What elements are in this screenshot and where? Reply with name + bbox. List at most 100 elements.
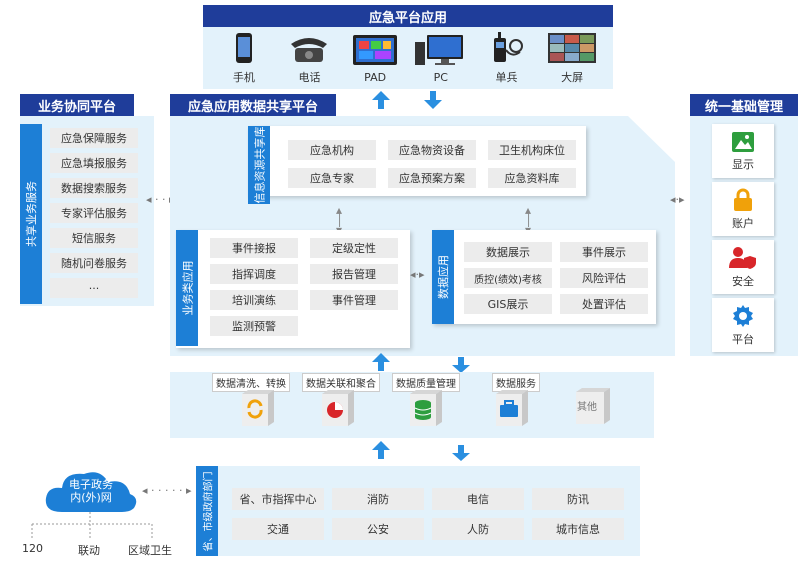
list-item: 专家评估服务 [50,203,138,223]
grid-cell: 定级定性 [310,238,398,258]
cloud-label-line1: 电子政务 [69,478,113,491]
info-resource-label: 信息资源共享库 [248,126,270,204]
mgmt-account: 账户 [712,182,774,236]
device-telephone: 电话 [277,31,341,85]
mgmt-label: 账户 [732,216,754,230]
center-title: 应急应用数据共享平台 [170,94,336,116]
grid-cell: 报告管理 [310,264,398,284]
mgmt-display: 显示 [712,124,774,178]
grid-cell: 应急物资设备 [388,140,476,160]
business-app-label: 业务类应用 [176,230,198,346]
gov-dept-grid: 省、市指挥中心 消防 电信 防讯 交通 公安 人防 城市信息 [232,488,630,540]
connector-business-data: ◂·▸ [410,268,425,281]
device-label: 单兵 [495,71,518,84]
device-radio: 单兵 [474,31,538,85]
data-app-label: 数据应用 [432,230,454,324]
user-security-icon [729,246,756,269]
grid-cell: 处置评估 [560,294,648,314]
handheld-radio-icon [486,31,526,65]
list-item: 随机问卷服务 [50,253,138,273]
grid-cell: 人防 [432,518,524,540]
mgmt-label: 显示 [732,157,754,171]
list-item: 数据搜索服务 [50,178,138,198]
arrow-down-icon [452,445,470,461]
grid-cell: 城市信息 [532,518,624,540]
connector-left-center: ◂ · · ▸ [146,193,175,206]
grid-cell: 防讯 [532,488,624,510]
connector-cloud-gov: ◂ · · · · · ▸ [142,484,192,497]
grid-cell: 监测预警 [210,316,298,336]
shared-services-label: 共享业务服务 [20,124,42,304]
refresh-icon [242,390,274,426]
grid-cell: 培训演练 [210,290,298,310]
branch-label: 120 [22,542,43,555]
arrow-down-icon [452,357,470,373]
cloud-label-line2: 内(外)网 [70,491,112,504]
gov-panel [196,466,640,556]
pie-chart-icon [322,390,354,426]
arrow-up-icon [372,91,390,109]
grid-cell: 应急预案方案 [388,168,476,188]
other-label: 其他 [577,402,597,413]
grid-cell: 应急专家 [288,168,376,188]
mgmt-label: 平台 [732,332,754,346]
info-resource-grid: 应急机构 应急物资设备 卫生机构床位 应急专家 应急预案方案 应急资料库 [288,140,576,188]
mgmt-security: 安全 [712,240,774,294]
grid-cell: 应急资料库 [488,168,576,188]
display-image-icon [732,131,754,152]
tablet-icon [352,33,398,67]
left-service-list: 应急保障服务 应急填报服务 数据搜索服务 专家评估服务 短信服务 随机问卷服务 … [50,128,138,298]
list-item-more: ··· [50,278,138,298]
device-mobile: 手机 [212,31,276,85]
gov-dept-label: 省、市级政府部门 [196,466,218,556]
device-pc: PC [409,33,473,84]
grid-cell: 指挥调度 [210,264,298,284]
grid-cell: 消防 [332,488,424,510]
list-item: 短信服务 [50,228,138,248]
gear-icon [733,304,753,327]
telephone-icon [287,31,331,65]
grid-cell: 风险评估 [560,268,648,288]
grid-cell: 交通 [232,518,324,540]
lock-icon [734,188,752,211]
device-label: 手机 [232,71,255,84]
device-label: PAD [364,70,387,84]
branch-label: 联动 [78,544,100,557]
list-item: 应急保障服务 [50,128,138,148]
egov-cloud: 电子政务 内(外)网 [42,466,140,516]
grid-cell: GIS展示 [464,294,552,314]
arrow-up-icon [372,441,390,459]
mobile-phone-icon [235,31,253,65]
left-title: 业务协同平台 [20,94,134,116]
data-app-grid: 数据展示 事件展示 质控(绩效)考核 风险评估 GIS展示 处置评估 [464,242,648,314]
cloud-branches [31,512,153,538]
connector-center-right: ◂·▸ [670,193,685,206]
device-pad: PAD [343,33,407,84]
grid-cell: 应急机构 [288,140,376,160]
branch-label: 区域卫生 [128,544,172,557]
mgmt-label: 安全 [732,274,754,288]
cloud-icon [45,472,137,512]
top-devices-panel: 手机 电话 PAD PC 单兵 大屏 [203,27,613,89]
device-video-wall: 大屏 [540,31,604,85]
video-wall-icon [548,31,597,65]
other-cube: 其他 [572,386,612,426]
grid-cell: 省、市指挥中心 [232,488,324,510]
grid-cell: 电信 [432,488,524,510]
grid-cell: 质控(绩效)考核 [464,268,552,288]
desktop-pc-icon [413,33,469,67]
business-app-grid: 事件接报 定级定性 指挥调度 报告管理 培训演练 事件管理 监测预警 [210,238,400,336]
grid-cell: 事件管理 [310,290,398,310]
grid-cell: 卫生机构床位 [488,140,576,160]
right-title: 统一基础管理 [690,94,798,116]
device-label: PC [433,70,448,84]
device-label: 大屏 [561,71,584,84]
grid-cell: 数据展示 [464,242,552,262]
top-title: 应急平台应用 [203,5,613,27]
briefcase-icon [496,390,528,426]
arrow-down-icon [424,91,442,109]
grid-cell: 事件展示 [560,242,648,262]
grid-cell: 公安 [332,518,424,540]
grid-cell: 事件接报 [210,238,298,258]
list-item: 应急填报服务 [50,153,138,173]
